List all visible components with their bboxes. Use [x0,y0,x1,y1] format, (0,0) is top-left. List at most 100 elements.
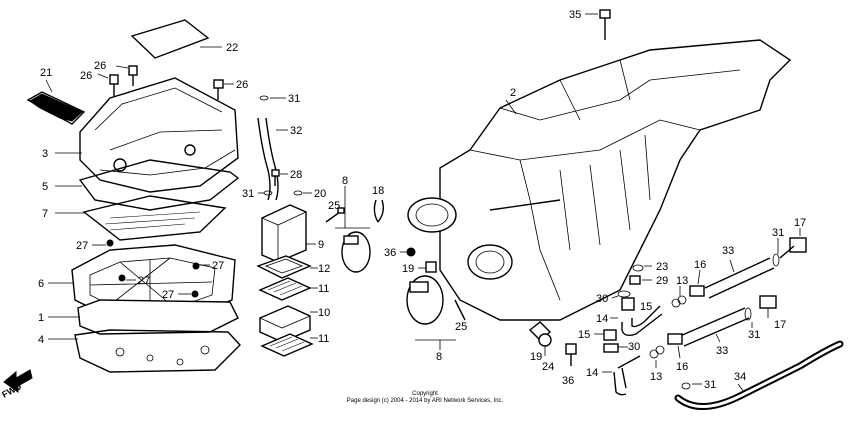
callout-16: 16 [676,361,688,373]
callout-16: 16 [694,259,706,271]
callout-22: 22 [226,42,238,54]
callout-10: 10 [318,307,330,319]
callout-29: 29 [656,275,668,287]
callout-21: 21 [40,67,52,79]
callout-25: 25 [328,200,340,212]
callout-13: 13 [676,275,688,287]
callout-34: 34 [734,371,746,383]
part-14-elbow-lower [602,355,641,396]
callout-25: 25 [455,321,467,333]
copyright-line1: Copyright [412,391,438,397]
part-1-base [48,299,239,335]
callout-11: 11 [318,333,329,345]
callout-17: 17 [794,217,806,229]
callout-2: 2 [510,87,516,99]
part-34-long-hose [674,340,844,410]
callout-27: 27 [212,260,224,272]
part-33-hose-lower [679,307,750,347]
part-22-label-plate [130,19,222,59]
part-19-washer-left [418,261,437,273]
callout-11: 11 [318,283,329,295]
callout-14: 14 [596,313,608,325]
callout-33: 33 [722,245,734,257]
part-8-clamp-upper [335,186,371,273]
callout-36: 36 [384,247,396,259]
callout-24: 24 [542,361,554,373]
callout-5: 5 [42,181,48,193]
part-31-17-upper-right [772,228,807,267]
part-2-air-box-housing [407,39,792,321]
callout-18: 18 [372,185,384,197]
callout-30: 30 [596,293,608,305]
callout-33: 33 [716,345,728,357]
part-18-clip [373,199,385,223]
part-4-gasket-base [48,329,241,373]
callout-31: 31 [242,188,254,200]
part-26-bolts-left [97,65,138,96]
part-16-13-fittings-upper [671,269,705,308]
callout-31: 31 [704,379,716,391]
callout-14: 14 [586,367,598,379]
part-11-screen-bottom [260,333,318,357]
callout-32: 32 [290,125,302,137]
part-15-30-lower [594,329,628,353]
callout-35: 35 [569,9,581,21]
callout-30: 30 [628,341,640,353]
callout-8: 8 [436,351,442,363]
part-31-clip-top [259,95,286,101]
part-15-joint-upper [621,297,635,311]
callout-20: 20 [314,188,326,200]
callout-8: 8 [342,175,348,187]
part-31-20-clip [258,190,312,196]
part-25-screw-upper [325,207,345,223]
callout-6: 6 [38,278,44,290]
callout-23: 23 [656,261,668,273]
part-11-screen-top [258,277,318,301]
callout-9: 9 [318,239,324,251]
callout-27: 27 [76,240,88,252]
callout-17: 17 [774,319,786,331]
part-30-clip-upper [611,290,631,299]
callout-15: 15 [640,301,652,313]
part-16-13-fittings-lower [649,333,683,368]
callout-26: 26 [94,60,106,72]
callout-labels: 22 21 26 26 26 3 5 7 27 27 27 27 6 1 4 3… [38,9,806,391]
part-32-tube [257,117,288,201]
copyright-line2: Page design (c) 2004 - 2014 by ARI Netwo… [347,398,504,404]
callout-12: 12 [318,263,330,275]
callout-15: 15 [578,329,590,341]
part-26-bolt-right [213,79,234,100]
part-23-washer [632,264,652,272]
callout-19: 19 [402,263,414,275]
part-35-bolt [585,9,611,40]
callout-27: 27 [138,275,150,287]
part-19-24-36-lower [528,321,577,366]
callout-26: 26 [80,70,92,82]
callout-27: 27 [162,289,174,301]
callout-31: 31 [288,93,300,105]
callout-4: 4 [38,334,44,346]
callout-1: 1 [38,312,44,324]
part-5-gasket [55,159,240,211]
part-28-bolt [271,169,288,186]
callout-31: 31 [772,227,784,239]
callout-7: 7 [42,208,48,220]
callout-19: 19 [530,351,542,363]
part-27-screws [92,239,210,298]
part-3-air-cleaner-cover [55,77,239,193]
part-36-bolt-left [400,247,416,257]
callout-28: 28 [290,169,302,181]
fwd-arrow [3,369,33,393]
callout-13: 13 [650,371,662,383]
part-21-strip [26,79,86,125]
part-14-elbow-upper [610,305,663,337]
part-9-block [261,204,316,263]
part-33-hose-upper [704,257,775,299]
part-8-clamp-lower [406,275,466,350]
callout-26: 26 [236,79,248,91]
callout-3: 3 [42,148,48,160]
part-29-nut [629,275,652,285]
part-7-element [55,195,227,241]
callout-36: 36 [562,375,574,387]
